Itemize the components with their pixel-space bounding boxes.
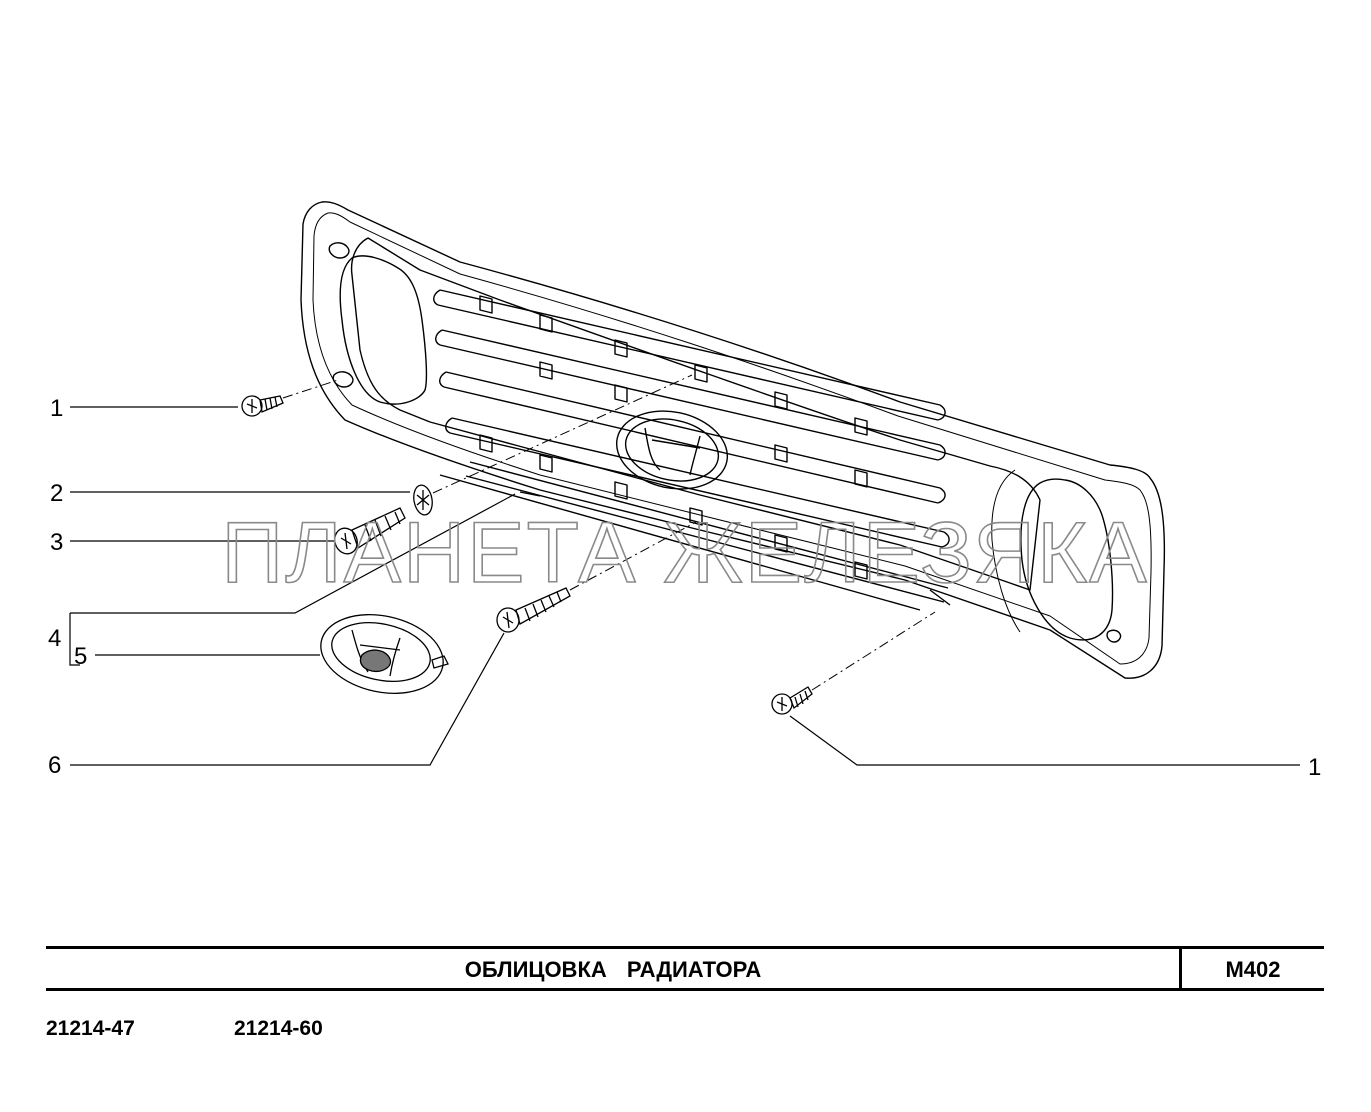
callout-number: 3	[50, 529, 63, 556]
long-screw	[496, 587, 571, 633]
callout-number: 2	[50, 480, 63, 507]
callout-number: 5	[74, 643, 87, 670]
lada-emblem	[320, 614, 449, 694]
title-block: ОБЛИЦОВКА РАДИАТОРА М402	[46, 946, 1324, 991]
radiator-grille	[300, 201, 1166, 679]
callout-number: 6	[48, 752, 61, 779]
drawing-title: ОБЛИЦОВКА РАДИАТОРА	[464, 957, 762, 982]
bolt	[334, 507, 406, 555]
callout-number: 1	[50, 395, 63, 422]
assembly-lines	[282, 374, 936, 691]
title-divider	[1179, 949, 1182, 988]
leader-lines	[69, 406, 1300, 766]
model-code: 21214-47	[46, 1017, 135, 1040]
watermark: ПЛАНЕТА ЖЕЛЕЗЯКА	[221, 505, 1148, 601]
sheet-code: М402	[1225, 957, 1281, 982]
model-code: 21214-60	[234, 1017, 323, 1040]
clip-washer	[413, 484, 433, 516]
self-tapping-screw-right	[771, 686, 813, 715]
callout-number: 4	[48, 625, 61, 652]
self-tapping-screw-left	[241, 395, 284, 417]
callout-number: 1	[1308, 754, 1321, 781]
